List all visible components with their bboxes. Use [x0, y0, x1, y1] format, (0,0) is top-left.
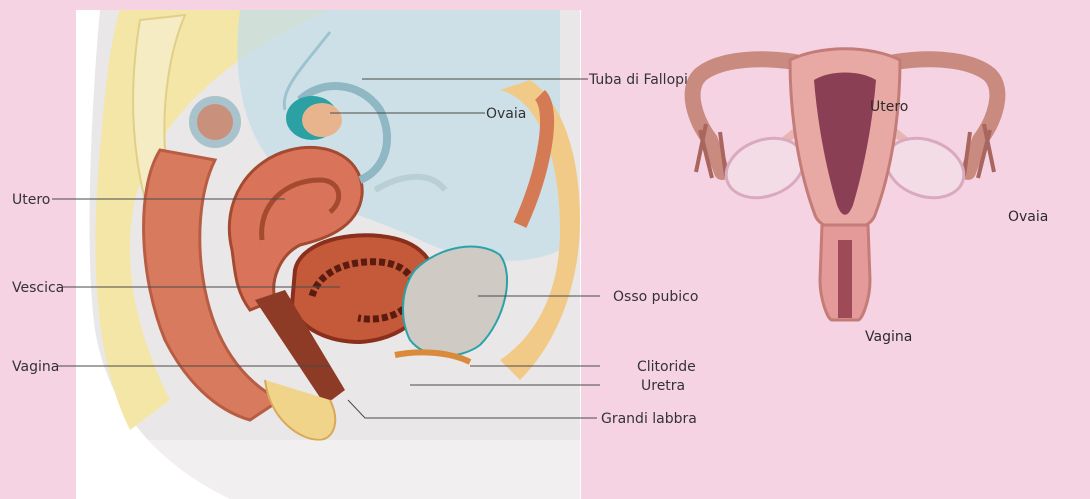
label-utero-frontal: Utero [870, 99, 908, 115]
bottom-fade [76, 440, 581, 499]
frontal-diagram: Utero Ovaia Vagina [600, 0, 1090, 499]
label-vagina: Vagina [12, 359, 59, 375]
vaginal-canal-frontal [838, 240, 852, 318]
label-vescica: Vescica [12, 280, 64, 296]
sagittal-diagram: Utero Vescica Vagina Ovaia [0, 0, 600, 499]
ovary [302, 103, 342, 137]
label-ovaia-frontal: Ovaia [1008, 209, 1048, 225]
sagittal-illustration: Utero Vescica Vagina Ovaia [0, 0, 600, 499]
label-utero: Utero [12, 192, 50, 208]
label-ovaia: Ovaia [486, 106, 526, 122]
frontal-illustration: Utero Ovaia Vagina [600, 0, 1090, 499]
label-vagina-frontal: Vagina [865, 329, 912, 345]
intestine [193, 100, 237, 144]
